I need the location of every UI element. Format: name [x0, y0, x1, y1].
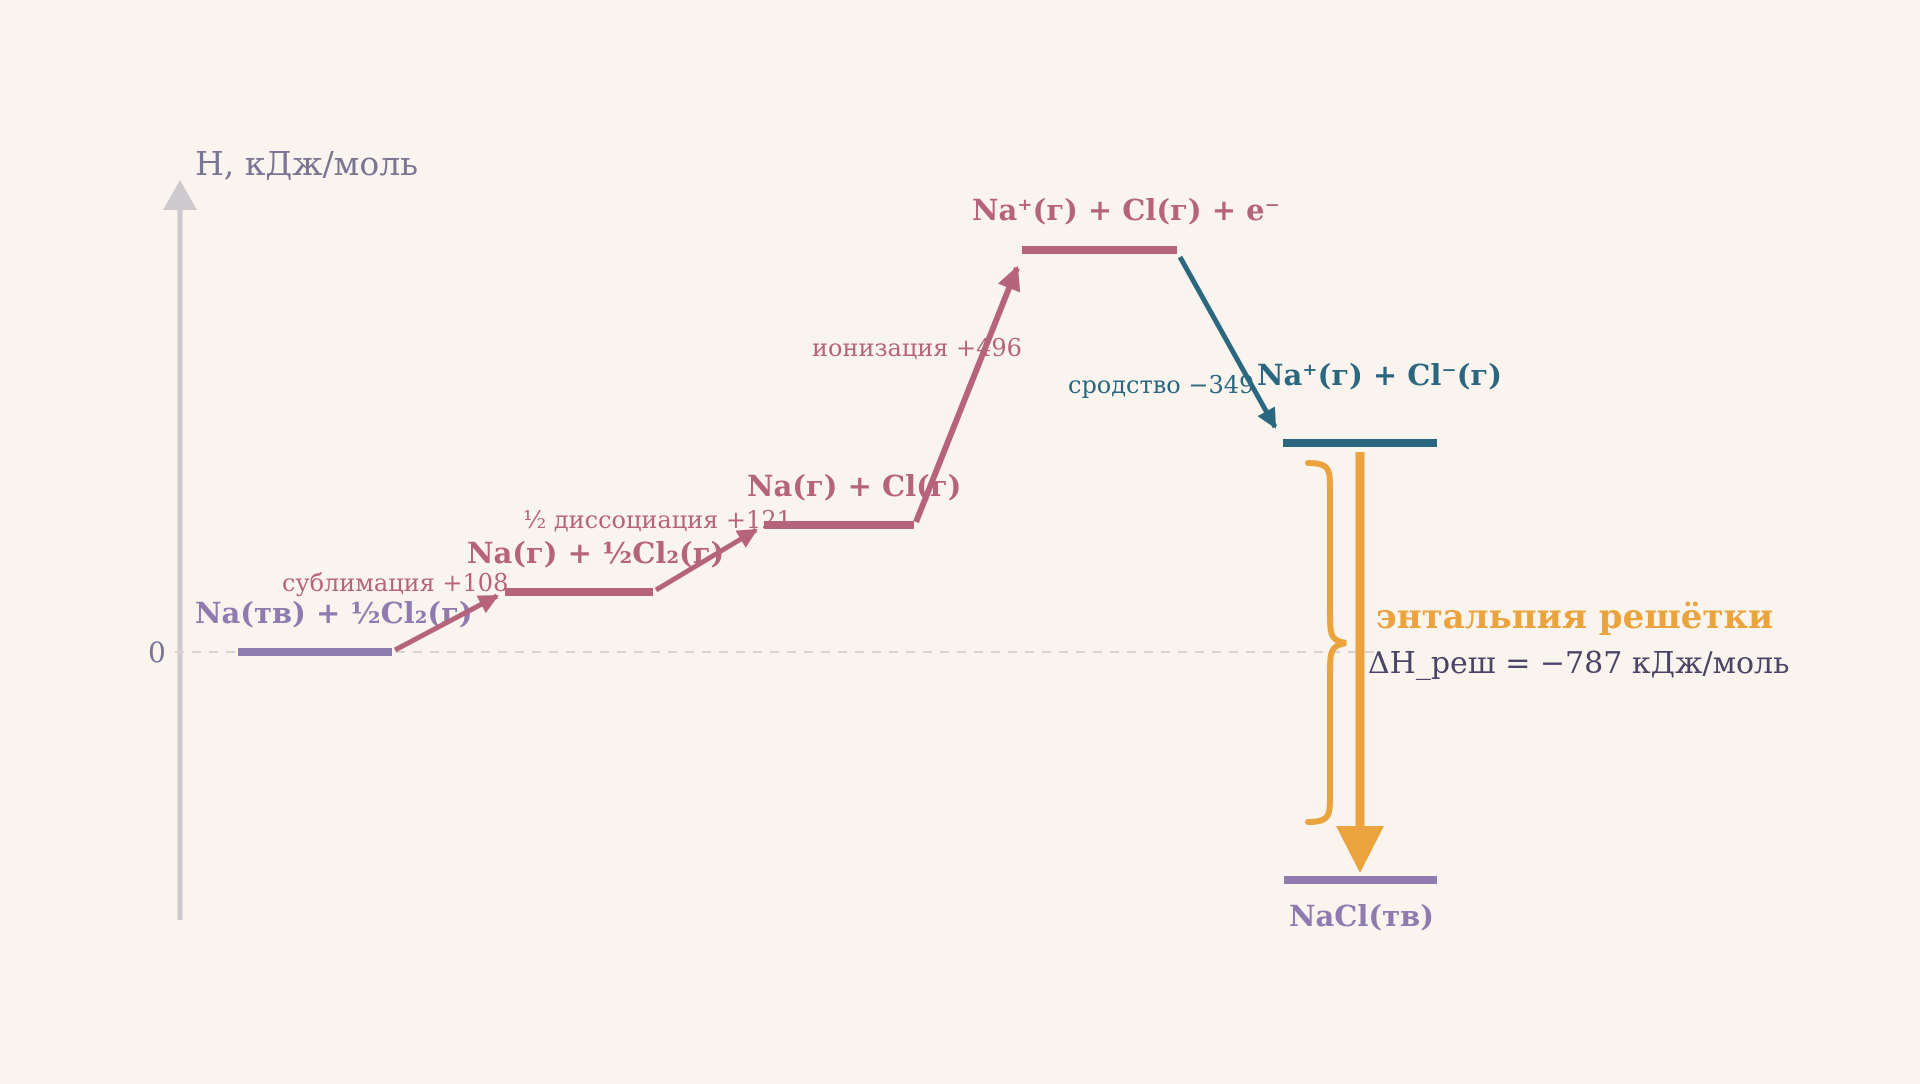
lattice-title: энтальпия решётки [1376, 597, 1773, 637]
dissociation-label: ½ диссоциация +121 [523, 506, 792, 534]
axis-label: H, кДж/моль [195, 144, 418, 183]
lattice-value: ΔH_реш = −787 кДж/моль [1368, 646, 1789, 681]
level-start-label: Na(тв) + ½Cl₂(г) [195, 596, 473, 630]
level-after-ionization-label: Na⁺(г) + Cl(г) + e⁻ [972, 193, 1280, 227]
dissociation-arrow [654, 527, 758, 593]
ionization-label: ионизация +496 [812, 334, 1022, 362]
ionization-arrow [913, 265, 1021, 524]
lattice-brace [1305, 460, 1347, 825]
sublimation-label: сублимация +108 [282, 569, 508, 597]
affinity-arrow [1177, 255, 1278, 429]
level-product-label: NaCl(тв) [1289, 899, 1434, 933]
level-after-affinity-label: Na⁺(г) + Cl⁻(г) [1257, 358, 1502, 392]
lattice-arrowhead [1336, 826, 1384, 873]
level-after-sublimation-label: Na(г) + ½Cl₂(г) [467, 536, 724, 570]
axis-arrowhead [163, 180, 197, 210]
zero-tick-label: 0 [148, 636, 166, 669]
affinity-label: сродство −349 [1068, 371, 1254, 399]
sublimation-arrow [393, 593, 499, 653]
